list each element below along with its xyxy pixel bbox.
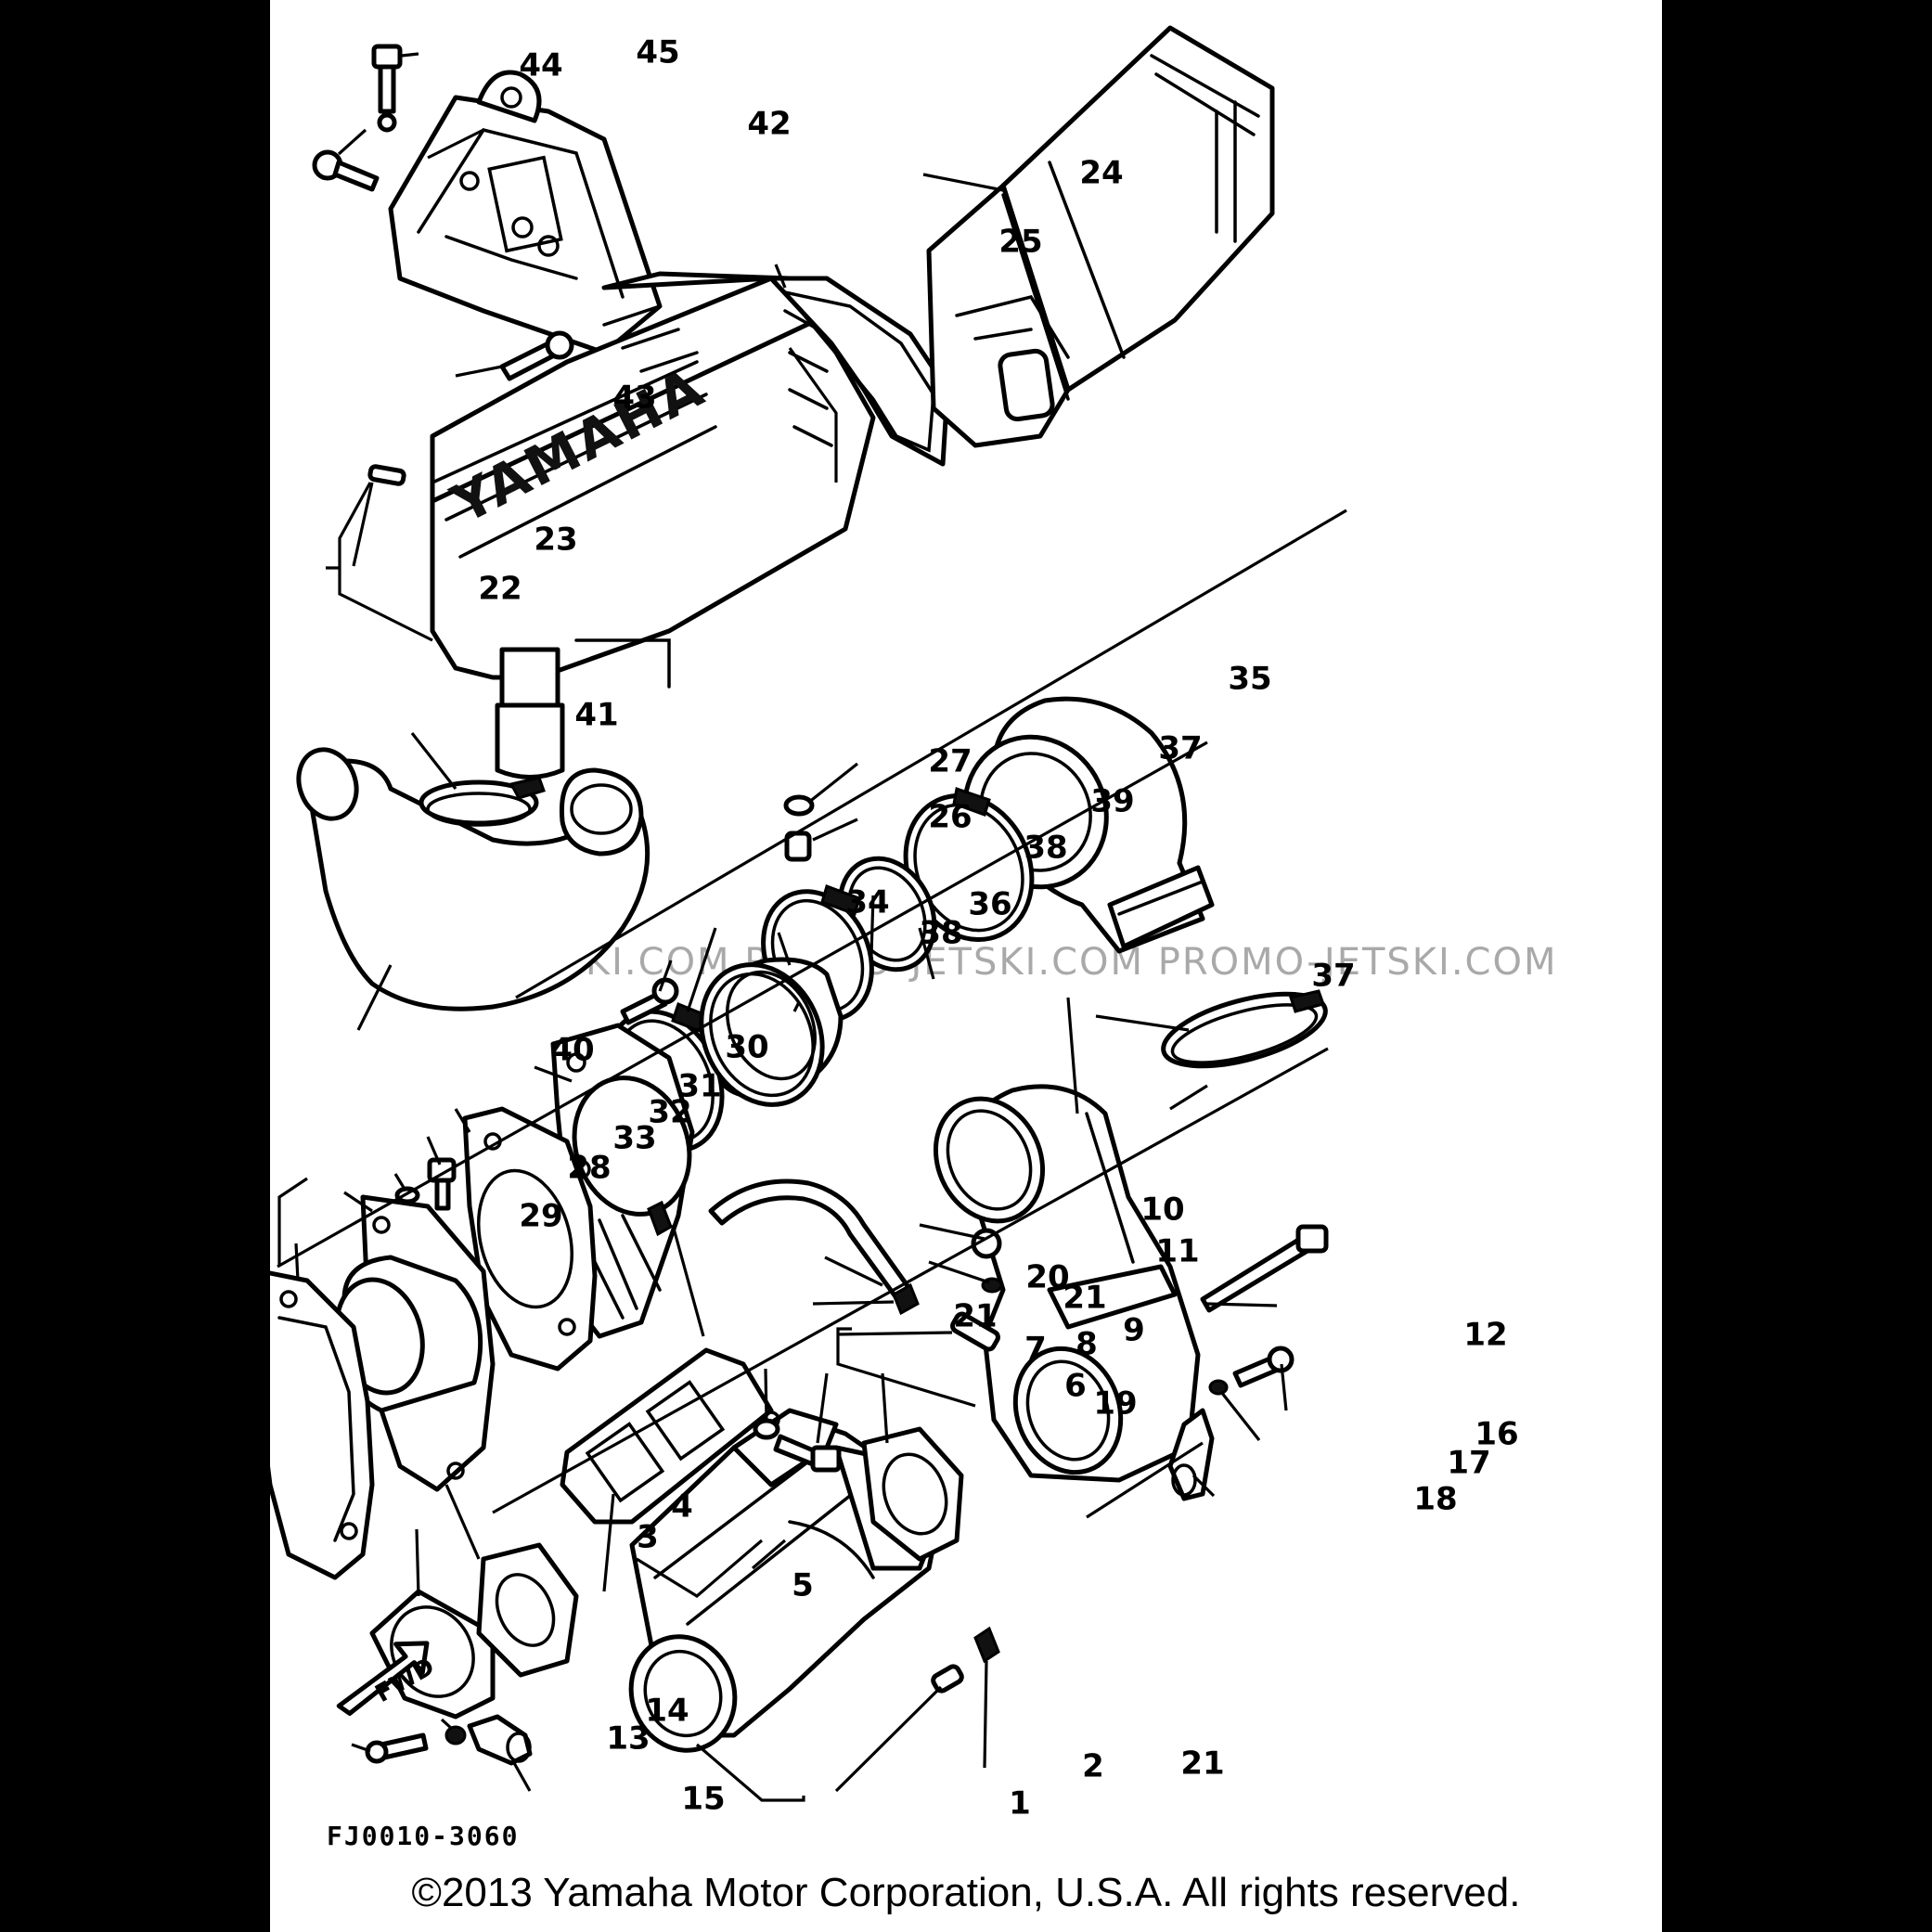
washer-7 <box>753 1418 780 1440</box>
callout-10: 10 <box>1140 1191 1184 1229</box>
washer-17 <box>1208 1379 1229 1396</box>
water-box <box>926 25 1275 448</box>
callout-28: 28 <box>567 1150 611 1187</box>
nipple-2 <box>931 1664 964 1694</box>
callout-21-a: 21 <box>1063 1280 1106 1317</box>
callout-37-b: 37 <box>1311 958 1355 995</box>
assembly-outline-lines <box>277 347 1347 1598</box>
callout-9: 9 <box>1123 1312 1145 1349</box>
callout-41: 41 <box>574 697 618 734</box>
callout-38-a: 38 <box>1024 830 1067 867</box>
callout-12: 12 <box>1463 1317 1507 1354</box>
muffler-gasket <box>768 276 950 467</box>
cover-gasket-29 <box>270 1270 375 1580</box>
bolt-44 <box>312 149 380 192</box>
callout-23: 23 <box>534 522 577 559</box>
exhaust-hose <box>296 747 650 1011</box>
callout-3: 3 <box>637 1519 659 1556</box>
callout-38-b: 38 <box>919 915 962 952</box>
bolt-13 <box>365 1732 429 1764</box>
callout-33: 33 <box>612 1120 656 1157</box>
callout-17: 17 <box>1447 1445 1490 1482</box>
hose-joint-15 <box>467 1714 533 1766</box>
callout-35: 35 <box>1228 661 1271 698</box>
clamp-37-upper <box>903 787 1035 943</box>
bolt-6 <box>773 1434 842 1473</box>
callout-21-b: 21 <box>953 1298 997 1335</box>
callout-39: 39 <box>1090 783 1134 820</box>
callout-14: 14 <box>645 1693 689 1730</box>
watermark-text: JETSKI.COM PROMO-JETSKI.COM PROMO-JETSKI… <box>495 941 1557 984</box>
callout-36: 36 <box>968 886 1011 923</box>
callout-19: 19 <box>1093 1385 1137 1423</box>
callout-11: 11 <box>1155 1233 1199 1270</box>
figure-code: FJ0010-3060 <box>327 1821 519 1851</box>
callout-34: 34 <box>845 884 889 921</box>
hose-clamp-41 <box>419 776 546 827</box>
callout-26: 26 <box>928 799 972 836</box>
muffler-body: YAMAHA <box>430 271 876 779</box>
callout-7: 7 <box>1024 1331 1047 1368</box>
bolt-12 <box>1200 1224 1329 1313</box>
callout-32: 32 <box>648 1094 691 1131</box>
bolt-43 <box>499 330 574 381</box>
bolt-45 <box>371 44 403 133</box>
callout-24: 24 <box>1079 155 1123 192</box>
bolt-16 <box>1232 1346 1294 1388</box>
washer-27 <box>783 794 815 817</box>
callout-29: 29 <box>519 1198 562 1235</box>
mounting-bracket <box>388 70 663 355</box>
pin-23 <box>367 464 406 486</box>
callout-18: 18 <box>1413 1481 1457 1518</box>
callout-21-c: 21 <box>1180 1745 1224 1783</box>
clamp-37-lower <box>1161 989 1328 1069</box>
clip-21-c <box>973 1626 1000 1664</box>
bolt-32 <box>427 1157 457 1211</box>
exhaust-outlet-28 <box>334 1194 496 1492</box>
callout-22: 22 <box>478 571 522 608</box>
callout-numbers: 1 2 3 4 5 6 7 8 9 10 11 12 13 14 15 16 1… <box>478 34 1518 1823</box>
clip-21-a <box>647 1200 673 1237</box>
callout-40: 40 <box>550 1032 594 1069</box>
gasket-19 <box>861 1426 964 1562</box>
callout-16: 16 <box>1475 1416 1518 1453</box>
callout-45: 45 <box>636 34 679 71</box>
callout-2: 2 <box>1082 1748 1104 1785</box>
washer-14 <box>444 1725 467 1745</box>
callout-42: 42 <box>747 106 791 143</box>
manifold-gasket-5 <box>560 1347 774 1525</box>
callout-43: 43 <box>612 380 656 417</box>
exhaust-elbow-8 <box>933 1084 1201 1483</box>
callout-13: 13 <box>606 1720 650 1758</box>
hose-36 <box>699 957 844 1107</box>
gasket-4 <box>476 1542 579 1678</box>
callout-15: 15 <box>681 1781 725 1818</box>
callout-20: 20 <box>1025 1259 1069 1296</box>
callout-1: 1 <box>1009 1785 1031 1823</box>
exploded-parts-diagram: JETSKI.COM PROMO-JETSKI.COM PROMO-JETSKI… <box>270 25 1557 1851</box>
callout-44: 44 <box>519 47 562 84</box>
callout-30: 30 <box>725 1029 768 1066</box>
clip-21-b <box>892 1282 920 1316</box>
parts-diagram-sheet: JETSKI.COM PROMO-JETSKI.COM PROMO-JETSKI… <box>270 0 1662 1932</box>
callout-4: 4 <box>671 1488 693 1526</box>
copyright-notice: ©2013 Yamaha Motor Corporation, U.S.A. A… <box>411 1870 1521 1915</box>
callout-8: 8 <box>1075 1326 1098 1363</box>
callout-27: 27 <box>928 743 972 780</box>
callout-25: 25 <box>998 224 1042 261</box>
callout-5: 5 <box>792 1567 814 1604</box>
hose-joint-18 <box>1167 1408 1215 1501</box>
water-hose-20 <box>708 1179 913 1302</box>
callout-37-a: 37 <box>1158 730 1202 767</box>
leader-lines <box>294 52 1288 1802</box>
nipple-9 <box>950 1311 1000 1352</box>
callout-31: 31 <box>677 1068 721 1105</box>
callout-6: 6 <box>1064 1368 1087 1405</box>
